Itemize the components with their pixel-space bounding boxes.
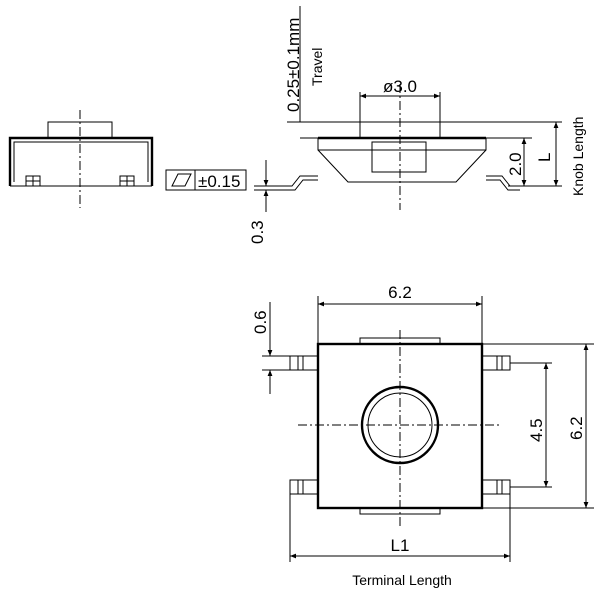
body-width-dimension: 6.2 xyxy=(317,283,483,344)
terminal-length-label: Terminal Length xyxy=(352,572,452,588)
standoff-value: 0.3 xyxy=(248,220,267,244)
parallelogram-flatness-icon xyxy=(171,173,192,187)
knob-diameter-dimension: ø3.0 xyxy=(359,77,441,122)
side-view-left xyxy=(8,110,154,208)
terminal-bottom-left xyxy=(289,479,319,495)
body-height-value: 2.0 xyxy=(506,152,525,176)
terminal-width-dimension: 0.6 xyxy=(251,302,292,394)
standoff-dimension: 0.3 xyxy=(248,160,272,244)
terminal-top-left xyxy=(289,355,319,371)
terminal-length-dimension: L1 Terminal Length xyxy=(289,494,511,588)
side-terminal-right xyxy=(119,175,135,187)
body-width-value: 6.2 xyxy=(388,283,412,302)
terminal-top-right xyxy=(481,355,511,371)
top-view xyxy=(289,330,511,528)
terminal-length-symbol: L1 xyxy=(391,536,410,555)
flatness-callout: ±0.15 xyxy=(165,169,247,191)
body-height-dimension: 2.0 xyxy=(486,137,532,187)
front-window xyxy=(371,141,427,173)
front-body-profile xyxy=(317,138,487,183)
travel-label: Travel xyxy=(309,48,325,86)
terminal-width-value: 0.6 xyxy=(251,310,270,334)
side-body-inner xyxy=(13,141,149,182)
knob-diameter-value: ø3.0 xyxy=(383,77,417,96)
flatness-value: ±0.15 xyxy=(198,172,240,191)
knob-length-dimension: L Knob Length xyxy=(440,117,586,196)
flatness-frame xyxy=(165,169,247,191)
knob-length-label: Knob Length xyxy=(570,117,586,196)
travel-value: 0.25±0.1mm xyxy=(284,18,303,112)
body-depth-dimension: 6.2 xyxy=(482,343,594,509)
knob-length-symbol: L xyxy=(535,153,554,162)
terminal-pitch-value: 4.5 xyxy=(527,418,546,442)
side-terminal-left xyxy=(25,175,41,187)
side-body-outline xyxy=(8,136,154,186)
terminal-bottom-right xyxy=(481,479,511,495)
front-terminal-left-lower xyxy=(270,179,318,191)
travel-dimension: 0.25±0.1mm Travel xyxy=(284,6,362,139)
front-terminal-right-lower xyxy=(486,179,520,191)
terminal-pitch-dimension: 4.5 xyxy=(510,362,552,488)
front-view xyxy=(270,84,520,210)
body-depth-value: 6.2 xyxy=(567,416,586,440)
front-terminal-left xyxy=(270,175,318,187)
